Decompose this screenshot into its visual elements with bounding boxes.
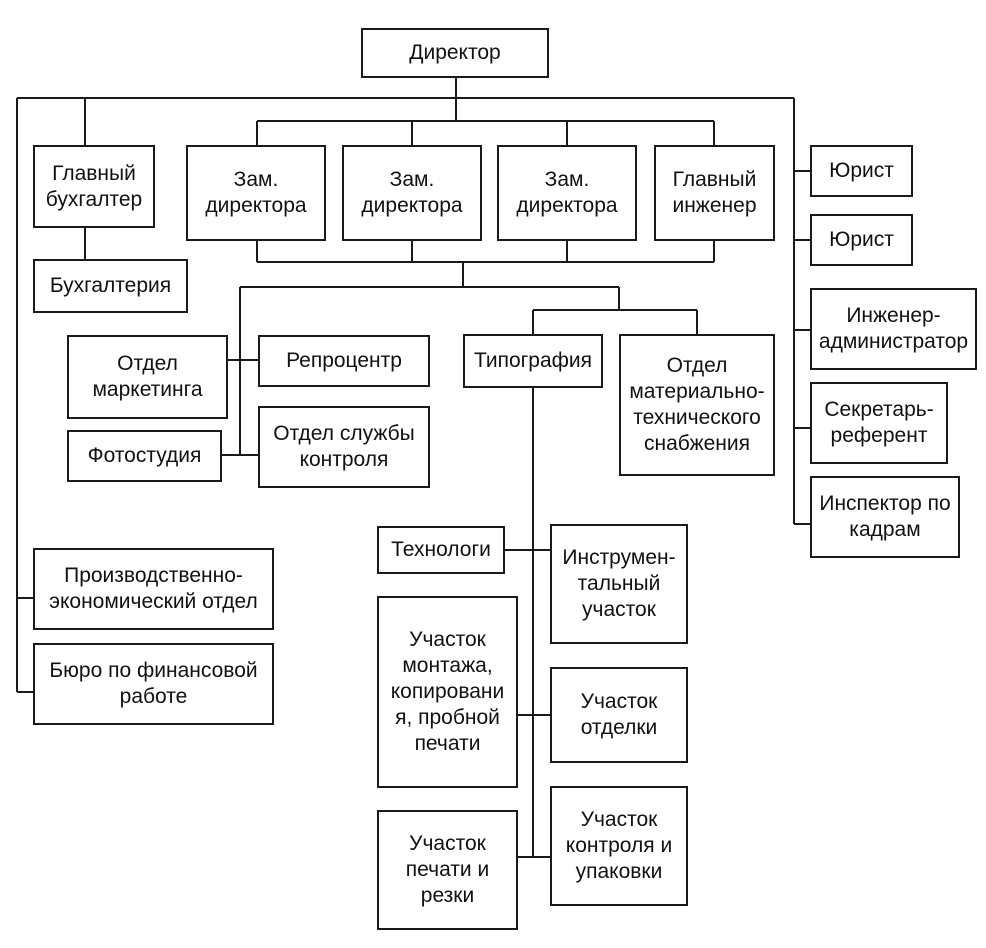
deputy-director-box-2: Зам. директора	[342, 145, 482, 241]
director-box: Директор	[361, 28, 549, 78]
control-pack-section-box: Участок контроля и упаковки	[550, 786, 688, 906]
print-cut-section-box: Участок печати и резки	[377, 810, 518, 930]
marketing-dept-box: Отдел маркетинга	[67, 335, 228, 419]
deputy-director-box-3: Зам. директора	[497, 145, 637, 241]
lawyer-box-2: Юрист	[810, 214, 913, 266]
supply-dept-box: Отдел материально- технического снабжени…	[619, 334, 775, 476]
finishing-section-box: Участок отделки	[550, 667, 688, 763]
photo-studio-box: Фотостудия	[67, 430, 222, 482]
engineer-administrator-box: Инженер- администратор	[810, 288, 977, 370]
control-service-dept-box: Отдел службы контроля	[258, 406, 430, 488]
production-economic-dept-box: Производственно- экономический отдел	[33, 548, 274, 630]
accounting-box: Бухгалтерия	[33, 259, 188, 313]
deputy-director-box-1: Зам. директора	[186, 145, 326, 241]
printing-house-box: Типография	[463, 334, 603, 388]
tool-section-box: Инструмен- тальный участок	[550, 524, 688, 644]
chief-accountant-box: Главный бухгалтер	[33, 145, 155, 228]
repro-center-box: Репроцентр	[258, 335, 430, 387]
hr-inspector-box: Инспектор по кадрам	[810, 476, 960, 558]
lawyer-box-1: Юрист	[810, 145, 913, 197]
chief-engineer-box: Главный инженер	[654, 145, 775, 241]
assembly-copy-proof-section-box: Участок монтажа, копировани я, пробной п…	[377, 596, 518, 788]
finance-bureau-box: Бюро по финансовой работе	[33, 643, 274, 725]
secretary-referent-box: Секретарь- референт	[810, 382, 948, 464]
technologists-box: Технологи	[377, 526, 505, 574]
